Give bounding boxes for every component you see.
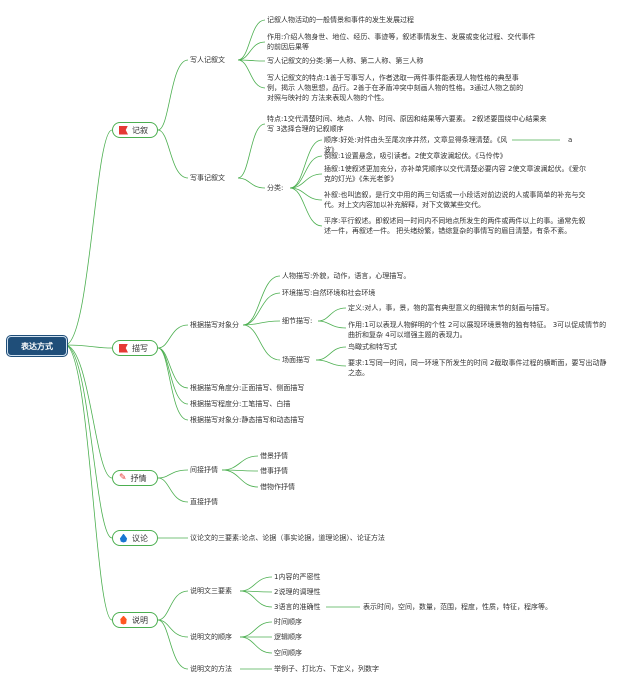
node-xijie-item: 定义:对人，事，景，物的富有典型意义的细微末节的刻画与描写。: [348, 304, 554, 312]
node-fenlei-item: 倒叙:1设置悬念，吸引读者。2使文章波澜起伏。《马伶传》: [324, 152, 507, 160]
node-fenlei-item: 顺序:好处:对件由头至尾次序井然，文章显得条理清楚。《风波》: [324, 136, 508, 154]
branch-shuoming-label: 说明: [132, 615, 148, 625]
node-jianjie-item: 借物作抒情: [260, 483, 295, 491]
node-jianjie[interactable]: 间接抒情: [190, 466, 218, 474]
node-miaoxie-other: 根据描写程度分:工笔描写、白描: [190, 400, 291, 408]
flag-icon: [119, 343, 128, 353]
branch-miaoxie[interactable]: 描写: [112, 340, 158, 356]
node-changmian-item: 要求:1写同一时间，同一环境下所发生的时间 2截取事件过程的横断面，要写出动静之…: [348, 359, 607, 377]
node-fenlei[interactable]: 分类:: [267, 184, 284, 192]
branch-shuoming[interactable]: 说明: [112, 612, 158, 628]
node-shunxu-item: 空间顺序: [274, 649, 302, 657]
node-shunxu-item: 逻辑顺序: [274, 633, 302, 641]
node-miaoxie-duixiang[interactable]: 根据描写对象分: [190, 321, 239, 329]
node-xijie[interactable]: 细节描写:: [282, 317, 313, 325]
node-sanyaosu[interactable]: 说明文三要素: [190, 587, 232, 595]
node-miaoxie-other: 根据描写角度分:正面描写、侧面描写: [190, 384, 305, 392]
branch-yilun[interactable]: 议论: [112, 530, 158, 546]
node-renwu: 人物描写:外貌，动作，语言，心理描写。: [282, 272, 411, 280]
node-fenlei-item: 插叙:1使叙述更加充分，亦补单凭顺序以交代清楚必要内容 2使文章波澜起伏。《爱尔…: [324, 165, 586, 183]
node-fenlei-item: 补叙:也叫追叙，是行文中用的两三句话或一小段话对前边说的人或事简单的补充与交代。…: [324, 191, 586, 209]
node-zhijie: 直接抒情: [190, 498, 218, 506]
root-node[interactable]: 表达方式: [7, 336, 67, 356]
water-drop-icon: [119, 533, 128, 543]
flag-icon: [119, 125, 128, 135]
root-label: 表达方式: [21, 341, 53, 351]
branch-shuqing-label: 抒情: [130, 473, 147, 483]
node-xieren-item: 写人记叙文的特点:1善于写事写人，作者选取一两件事件能表现人物性格的典型事例，揭…: [267, 74, 524, 102]
branch-shuqing[interactable]: ✎ 抒情: [112, 470, 158, 486]
node-shunxu-item: 时间顺序: [274, 618, 302, 626]
branch-jishu-label: 记叙: [132, 125, 148, 135]
node-shunxu[interactable]: 说明文的顺序: [190, 633, 232, 641]
node-sanyaosu-item: 2说理的调理性: [274, 588, 321, 596]
node-sanyaosu-item: 3语言的准确性: [274, 603, 321, 611]
node-fenlei-item: 平序:平行叙述。即叙述同一时间内不同地点所发生的两件或两件以上的事。通常先叙述一…: [324, 217, 586, 235]
pencil-cross-icon: ✎: [119, 472, 127, 483]
branch-miaoxie-label: 描写: [132, 343, 148, 353]
node-sanyaosu-note: 表示时间，空间，数量，范围，程度，性质，特征，程序等。: [363, 603, 552, 611]
node-xieren-item: 写人记叙文的分类:第一人称、第二人称、第三人称: [267, 57, 424, 65]
node-jianjie-item: 借事抒情: [260, 467, 288, 475]
fire-icon: [120, 615, 127, 625]
side-note: a: [568, 136, 573, 144]
node-changmian[interactable]: 场面描写: [282, 356, 310, 364]
branch-jishu[interactable]: 记叙: [112, 122, 158, 138]
node-xieren[interactable]: 写人记叙文: [190, 56, 225, 64]
node-yilun-text: 议论文的三要素:论点、论据（事实论据，道理论据）、论证方法: [190, 534, 385, 542]
node-sanyaosu-item: 1内容的严密性: [274, 573, 321, 581]
node-xieshi-feature: 特点:1交代清楚时间、地点、人物、时间、原因和结果等六要素。 2叙述要围绕中心结…: [267, 115, 547, 133]
node-fangfa[interactable]: 说明文的方法: [190, 665, 232, 673]
node-xieren-item: 记叙人物活动的一般情景和事件的发生发展过程: [267, 16, 414, 24]
node-xieshi[interactable]: 写事记叙文: [190, 174, 225, 182]
branch-yilun-label: 议论: [132, 533, 148, 543]
node-xieren-item: 作用:介绍人物身世、地位、经历、事迹等，叙述事情发生、发展或变化过程、交代事件的…: [267, 33, 536, 51]
node-miaoxie-other: 根据描写对象分:静态描写和动态描写: [190, 416, 305, 424]
node-jianjie-item: 借景抒情: [260, 452, 288, 460]
node-xijie-item: 作用:1可以表现人物鲜明的个性 2可以展现环境景物的独有特征。 3可以促成情节的…: [348, 321, 607, 339]
node-changmian-item: 鸟瞰式和特写式: [348, 343, 397, 351]
node-fangfa-text: 举例子、打比方、下定义，列数字: [274, 665, 379, 673]
node-huanjing: 环境描写:自然环境和社会环境: [282, 289, 376, 297]
